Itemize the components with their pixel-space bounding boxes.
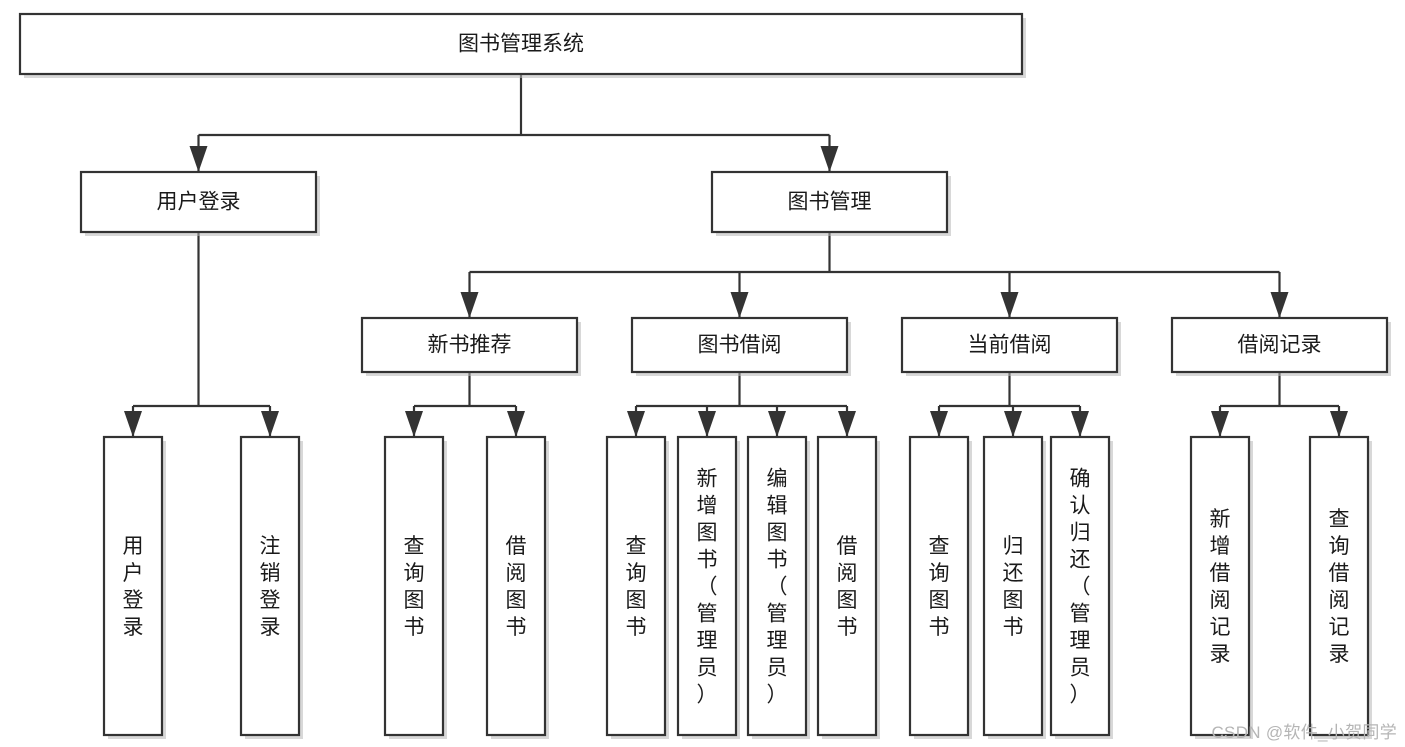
arrow-head-icon bbox=[1000, 292, 1019, 318]
arrow-head-icon bbox=[1211, 411, 1229, 437]
node-rect[interactable] bbox=[18, 12, 1024, 76]
node-label: 查询借阅记录 bbox=[1329, 508, 1350, 666]
node-leaf-add-record[interactable]: 新增借阅记录 bbox=[1189, 435, 1253, 739]
node-rect[interactable] bbox=[1049, 435, 1111, 737]
arrow-head-icon bbox=[730, 292, 749, 318]
node-label: 借阅图书 bbox=[506, 535, 527, 639]
node-label: 归还图书 bbox=[1003, 535, 1024, 639]
node-rect[interactable] bbox=[746, 435, 808, 737]
node-label: 注销登录 bbox=[260, 535, 281, 639]
node-label: 查询图书 bbox=[404, 535, 425, 639]
node-borrow-record[interactable]: 借阅记录 bbox=[1170, 316, 1391, 376]
node-rect[interactable] bbox=[816, 435, 878, 737]
node-label: 新增图书（管理员） bbox=[697, 468, 718, 707]
node-rect[interactable] bbox=[982, 435, 1044, 737]
node-current-borrow[interactable]: 当前借阅 bbox=[900, 316, 1121, 376]
node-leaf-return-book[interactable]: 归还图书 bbox=[982, 435, 1046, 739]
node-rect[interactable] bbox=[1308, 435, 1370, 737]
connector-lines-layer bbox=[124, 74, 1348, 437]
node-rect[interactable] bbox=[102, 435, 164, 737]
arrow-head-icon bbox=[1270, 292, 1289, 318]
node-rect[interactable] bbox=[1170, 316, 1389, 374]
arrow-head-icon bbox=[768, 411, 786, 437]
node-rect[interactable] bbox=[79, 170, 318, 234]
node-book-borrow[interactable]: 图书借阅 bbox=[630, 316, 851, 376]
arrow-head-icon bbox=[930, 411, 948, 437]
node-rect[interactable] bbox=[239, 435, 301, 737]
node-leaf-query-book-2[interactable]: 查询图书 bbox=[605, 435, 669, 739]
node-leaf-add-book[interactable]: 新增图书（管理员） bbox=[676, 435, 740, 739]
node-label: 新增借阅记录 bbox=[1210, 508, 1231, 666]
node-user-login[interactable]: 用户登录 bbox=[79, 170, 320, 236]
node-leaf-query-book-1[interactable]: 查询图书 bbox=[383, 435, 447, 739]
node-label: 查询图书 bbox=[929, 535, 950, 639]
node-new-book-recommend[interactable]: 新书推荐 bbox=[360, 316, 581, 376]
node-leaf-query-record[interactable]: 查询借阅记录 bbox=[1308, 435, 1372, 739]
node-book-management[interactable]: 图书管理 bbox=[710, 170, 951, 236]
arrow-head-icon bbox=[1004, 411, 1022, 437]
node-rect[interactable] bbox=[485, 435, 547, 737]
node-label: 图书管理 bbox=[788, 191, 872, 214]
node-label: 新书推荐 bbox=[428, 334, 512, 357]
node-rect[interactable] bbox=[360, 316, 579, 374]
node-label: 用户登录 bbox=[123, 535, 144, 639]
node-label: 查询图书 bbox=[626, 535, 647, 639]
node-label: 借阅记录 bbox=[1238, 334, 1322, 357]
node-leaf-edit-book[interactable]: 编辑图书（管理员） bbox=[746, 435, 810, 739]
node-label: 用户登录 bbox=[157, 191, 241, 214]
node-leaf-borrow-book-1[interactable]: 借阅图书 bbox=[485, 435, 549, 739]
node-boxes-layer: 图书管理系统用户登录图书管理新书推荐图书借阅当前借阅借阅记录用户登录注销登录查询… bbox=[18, 12, 1391, 739]
node-leaf-confirm-return[interactable]: 确认归还（管理员） bbox=[1049, 435, 1113, 739]
arrow-head-icon bbox=[1071, 411, 1089, 437]
arrow-head-icon bbox=[460, 292, 479, 318]
node-rect[interactable] bbox=[710, 170, 949, 234]
node-rect[interactable] bbox=[630, 316, 849, 374]
node-rect[interactable] bbox=[908, 435, 970, 737]
node-rect[interactable] bbox=[605, 435, 667, 737]
arrow-head-icon bbox=[820, 146, 839, 172]
arrow-head-icon bbox=[1330, 411, 1348, 437]
node-rect[interactable] bbox=[676, 435, 738, 737]
watermark-label: CSDN @软件_小贺同学 bbox=[1211, 723, 1397, 742]
arrow-head-icon bbox=[838, 411, 856, 437]
node-root-图书管理系统[interactable]: 图书管理系统 bbox=[18, 12, 1026, 78]
arrow-head-icon bbox=[261, 411, 279, 437]
node-leaf-query-book-3[interactable]: 查询图书 bbox=[908, 435, 972, 739]
node-label: 图书管理系统 bbox=[458, 33, 584, 56]
arrow-head-icon bbox=[124, 411, 142, 437]
node-label: 编辑图书（管理员） bbox=[767, 468, 788, 707]
node-rect[interactable] bbox=[900, 316, 1119, 374]
arrow-head-icon bbox=[627, 411, 645, 437]
arrow-head-icon bbox=[698, 411, 716, 437]
node-leaf-borrow-book-2[interactable]: 借阅图书 bbox=[816, 435, 880, 739]
node-rect[interactable] bbox=[383, 435, 445, 737]
node-label: 借阅图书 bbox=[837, 535, 858, 639]
node-label: 确认归还（管理员） bbox=[1070, 468, 1091, 707]
node-label: 图书借阅 bbox=[698, 334, 782, 357]
arrow-head-icon bbox=[189, 146, 208, 172]
arrow-head-icon bbox=[507, 411, 525, 437]
node-rect[interactable] bbox=[1189, 435, 1251, 737]
node-leaf-user-login[interactable]: 用户登录 bbox=[102, 435, 166, 739]
arrow-head-icon bbox=[405, 411, 423, 437]
node-label: 当前借阅 bbox=[968, 334, 1052, 357]
node-leaf-logout-login[interactable]: 注销登录 bbox=[239, 435, 303, 739]
